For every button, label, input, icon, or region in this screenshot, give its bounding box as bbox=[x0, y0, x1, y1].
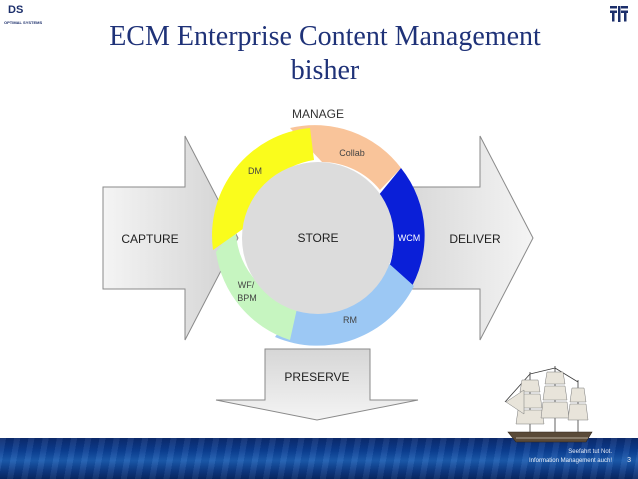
preserve-arrow bbox=[215, 348, 419, 421]
wcm-label: WCM bbox=[398, 233, 421, 243]
title-line-2: bisher bbox=[290, 55, 360, 86]
dm-label: DM bbox=[248, 166, 262, 176]
store-label: STORE bbox=[297, 231, 338, 245]
sailing-ship-icon bbox=[504, 366, 593, 443]
capture-arrow bbox=[102, 135, 239, 341]
footer-note-line-1: Seefahrt tut Not. bbox=[568, 449, 612, 455]
segment-collab bbox=[290, 125, 401, 190]
segment-wcm bbox=[378, 168, 425, 293]
capture-label: CAPTURE bbox=[121, 232, 178, 246]
page-number: 3 bbox=[627, 457, 631, 464]
footer-note: Seefahrt tut Not. Information Management… bbox=[529, 448, 612, 466]
logo-mark: DS bbox=[8, 4, 24, 16]
deliver-label: DELIVER bbox=[449, 232, 501, 246]
footer-note-line-2: Information Management auch! bbox=[528, 458, 612, 464]
page-title: ECM Enterprise Content Management bisher bbox=[40, 20, 610, 88]
preserve-label: PRESERVE bbox=[284, 370, 349, 384]
manage-label: MANAGE bbox=[292, 107, 344, 121]
logo-subtitle: OPTIMAL SYSTEMS bbox=[4, 20, 43, 25]
wfbpm-label-line-1: WF/ bbox=[238, 280, 255, 290]
sea-banner bbox=[0, 438, 638, 479]
company-logo: DS OPTIMAL SYSTEMS bbox=[4, 4, 48, 28]
wfbpm-label-line-2: BPM bbox=[237, 293, 257, 303]
brand-mark-icon bbox=[610, 6, 628, 22]
store-circle bbox=[242, 162, 394, 314]
title-line-1: ECM Enterprise Content Management bbox=[109, 21, 541, 52]
collab-label: Collab bbox=[339, 148, 365, 158]
rm-label: RM bbox=[343, 315, 357, 325]
